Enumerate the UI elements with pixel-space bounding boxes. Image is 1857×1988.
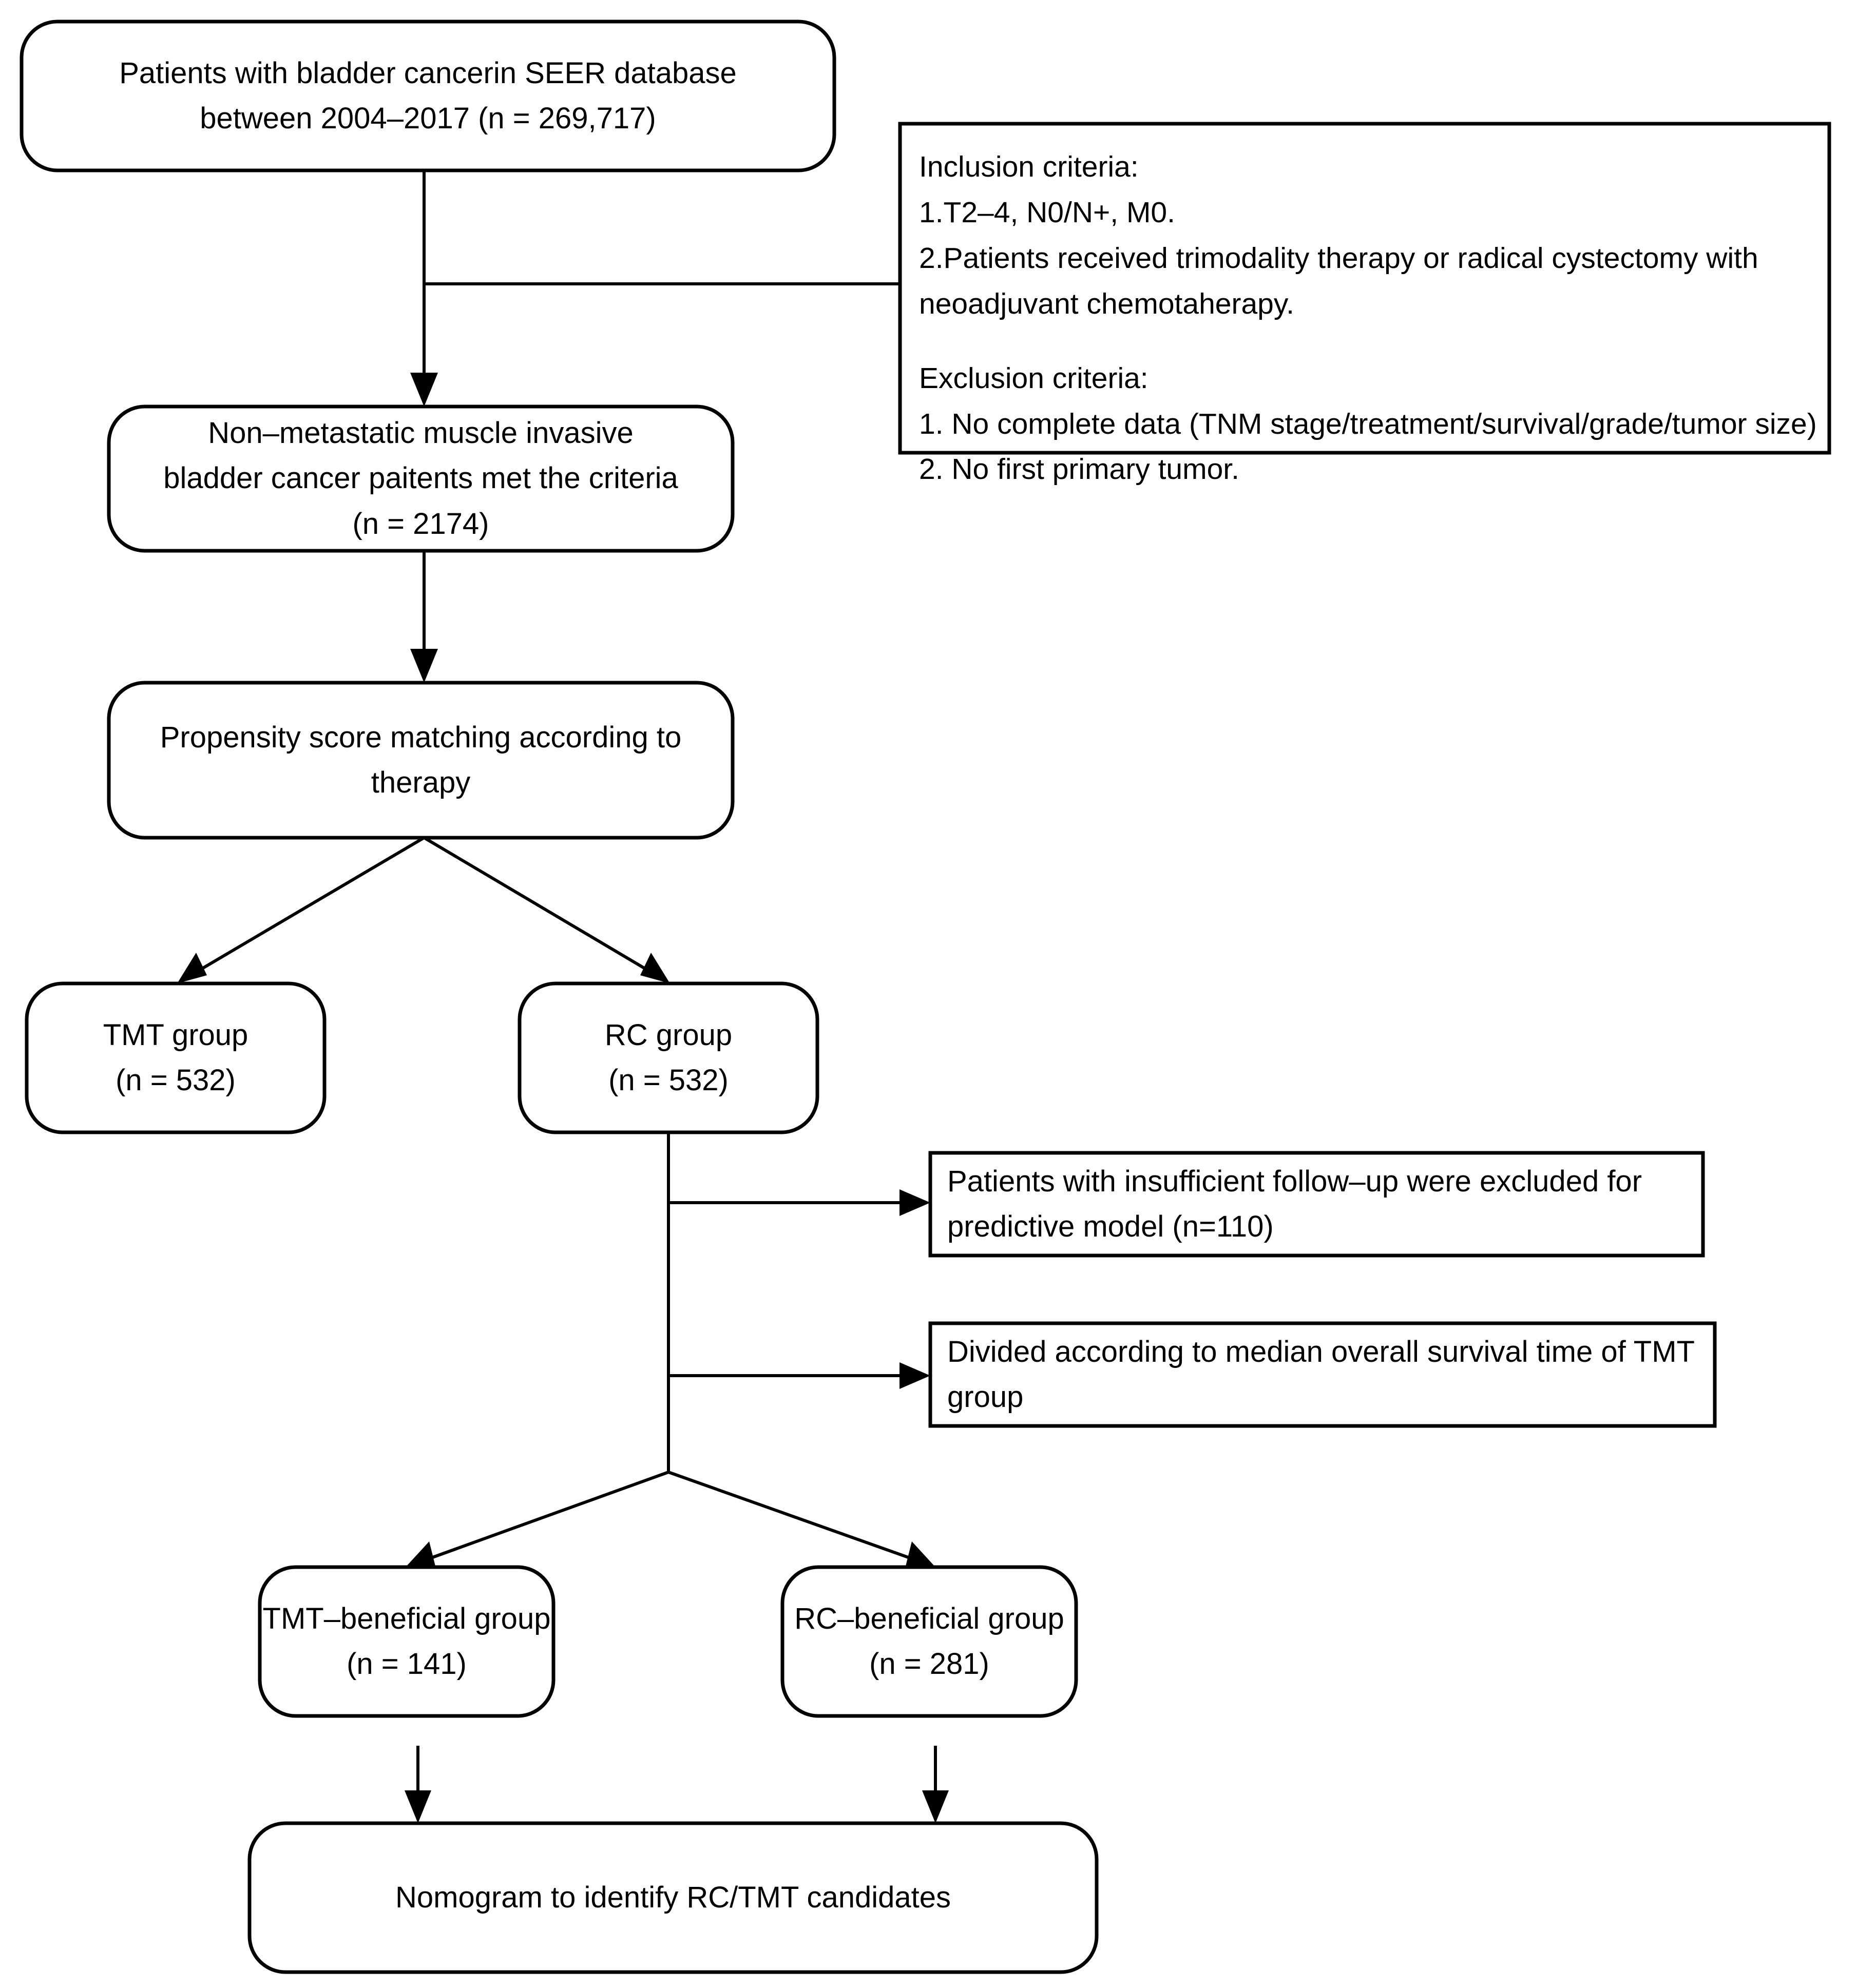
edge-rc-to-rcben-line xyxy=(667,1471,918,1562)
arrowhead-eligible-to-psm xyxy=(410,649,438,683)
arrowhead-psm-to-rc xyxy=(640,953,670,983)
node-rc-beneficial-shape[interactable] xyxy=(780,1565,1078,1718)
arrowhead-rc-to-excluded xyxy=(899,1189,930,1216)
arrowhead-rcben-to-nomogram xyxy=(922,1790,949,1823)
node-excluded-followup-shape[interactable] xyxy=(928,1151,1705,1258)
node-divided-median-shape[interactable] xyxy=(928,1321,1717,1428)
arrowhead-rc-to-rcben xyxy=(906,1541,935,1567)
node-tmt-beneficial-shape[interactable] xyxy=(258,1565,556,1718)
arrowhead-rc-to-divided xyxy=(899,1362,930,1389)
edge-rc-to-tmtben-line xyxy=(423,1471,669,1562)
edge-psm-to-rc-line xyxy=(423,836,653,974)
arrowhead-psm-to-tmt xyxy=(177,953,207,983)
node-psm-shape[interactable] xyxy=(107,681,735,840)
arrowhead-rc-to-tmtben xyxy=(406,1541,435,1567)
node-eligible-shape[interactable] xyxy=(107,404,735,553)
arrowhead-tmtben-to-nomogram xyxy=(405,1790,431,1823)
node-criteria-shape[interactable] xyxy=(898,122,1831,455)
node-cohort-source-shape[interactable] xyxy=(20,20,836,172)
edge-psm-to-tmt-line xyxy=(194,836,425,974)
node-nomogram-shape[interactable] xyxy=(247,1821,1099,1974)
arrowhead-source-to-eligible xyxy=(410,373,438,407)
node-rc-group-shape[interactable] xyxy=(518,981,819,1134)
node-tmt-group-shape[interactable] xyxy=(25,981,327,1134)
